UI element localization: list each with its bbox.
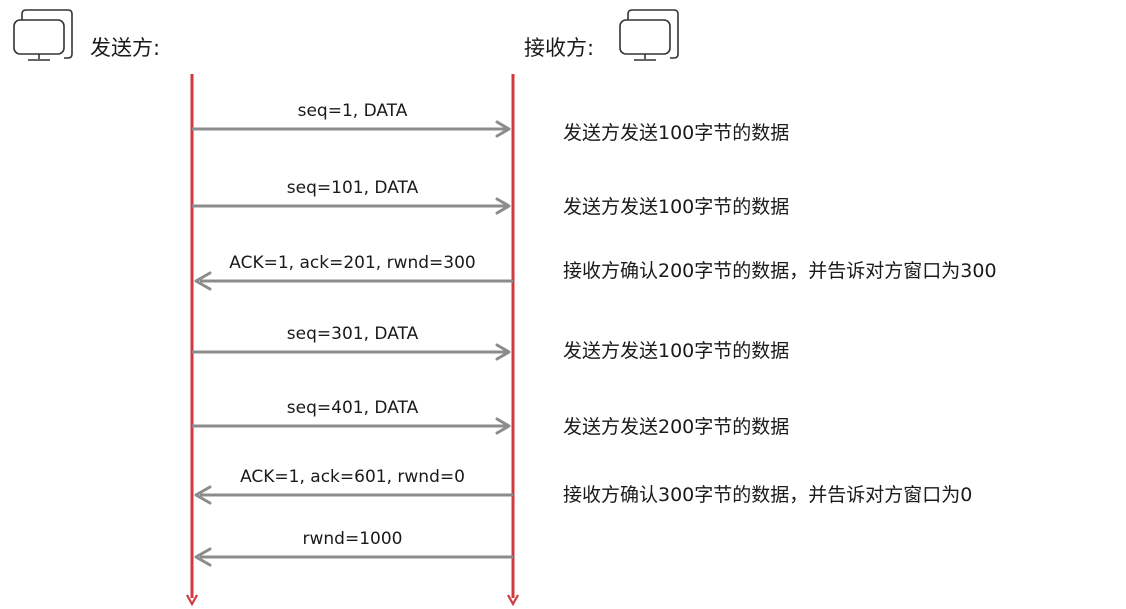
message-note: 发送方发送200字节的数据 <box>563 416 790 438</box>
receiver-lifeline <box>507 74 519 607</box>
message-label: seq=301, DATA <box>286 324 419 344</box>
message-note: 接收方确认300字节的数据，并告诉对方窗口为0 <box>563 484 973 506</box>
message-arrow <box>192 343 511 361</box>
message-note: 接收方确认200字节的数据，并告诉对方窗口为300 <box>563 260 997 282</box>
message-label: seq=401, DATA <box>286 398 419 418</box>
message-label: seq=101, DATA <box>286 178 419 198</box>
message-label: ACK=1, ack=201, rwnd=300 <box>229 253 476 273</box>
message-note: 发送方发送100字节的数据 <box>563 340 790 362</box>
sender-lifeline <box>186 74 198 607</box>
message-note: 发送方发送100字节的数据 <box>563 196 790 218</box>
message-label: ACK=1, ack=601, rwnd=0 <box>240 467 465 487</box>
computer-monitor-icon <box>13 9 73 61</box>
message-label: rwnd=1000 <box>302 529 403 549</box>
message-arrow <box>194 547 513 567</box>
receiver-label: 接收方: <box>524 36 595 60</box>
computer-monitor-icon <box>619 9 679 61</box>
message-note: 发送方发送100字节的数据 <box>563 122 790 144</box>
message-arrow <box>194 485 513 505</box>
message-arrow <box>192 120 511 138</box>
message-label: seq=1, DATA <box>297 101 408 121</box>
message-arrow <box>192 417 511 435</box>
sender-label: 发送方: <box>90 36 161 60</box>
message-arrow <box>192 197 511 215</box>
message-arrow <box>194 271 513 291</box>
